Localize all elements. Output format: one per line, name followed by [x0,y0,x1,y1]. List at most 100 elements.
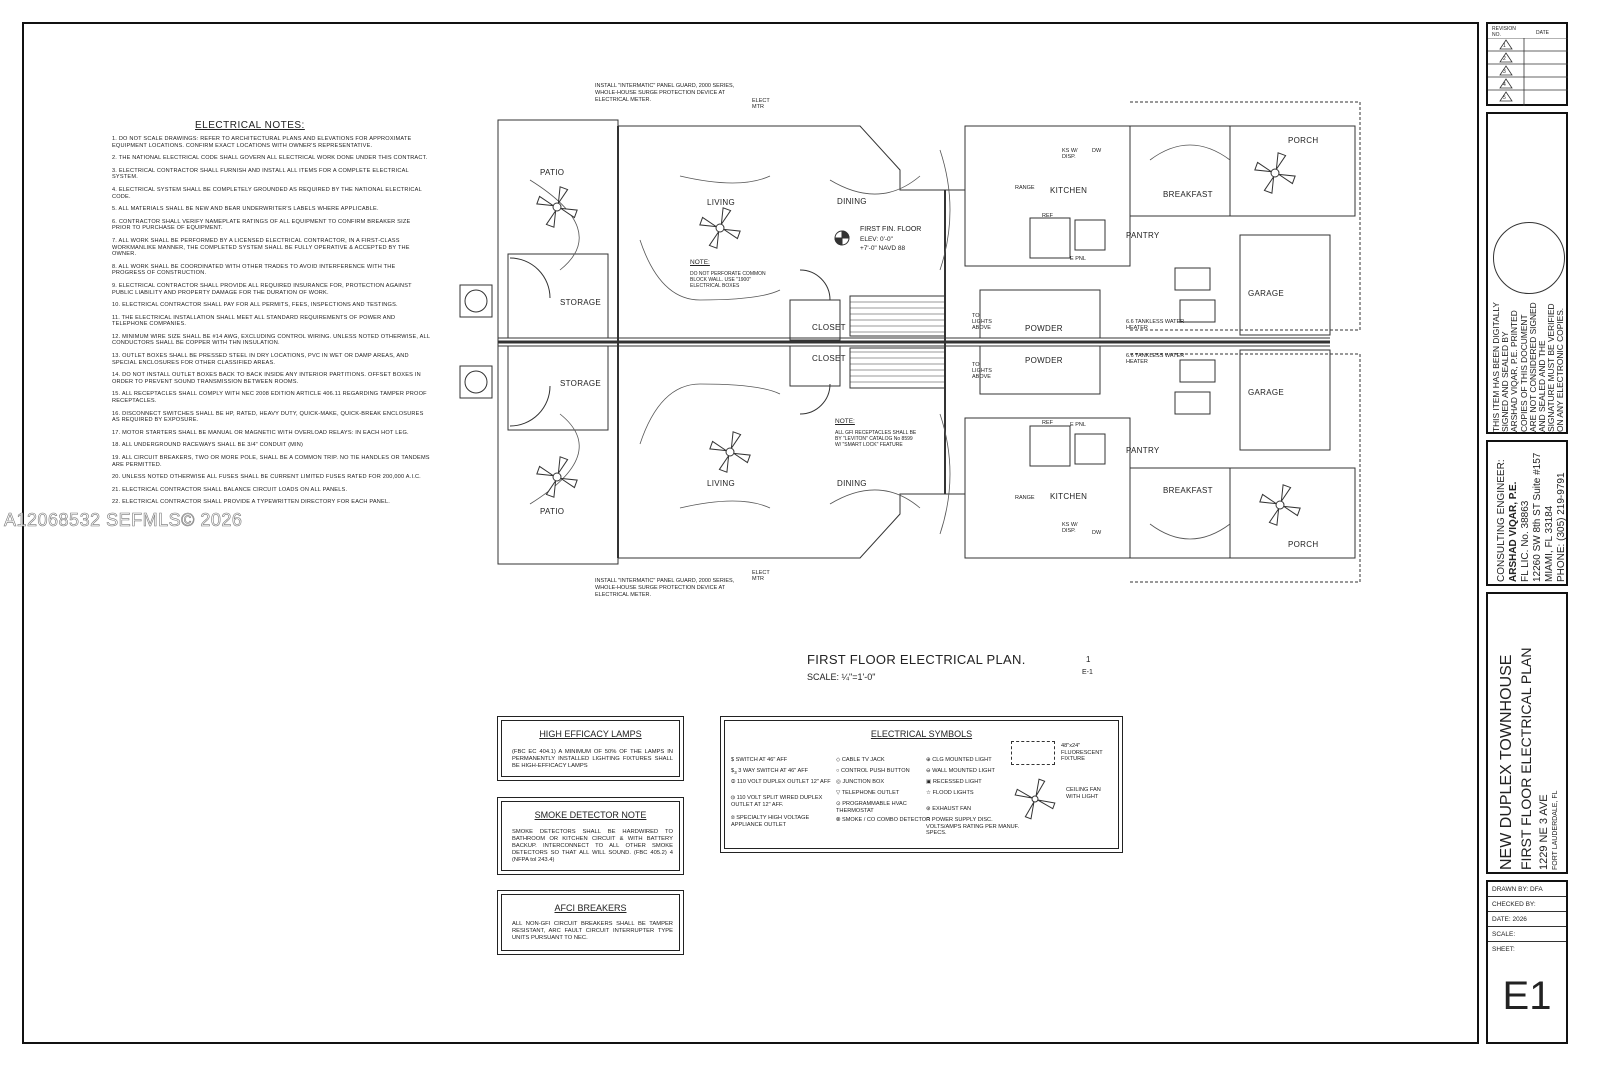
plan-title: FIRST FLOOR ELECTRICAL PLAN. [807,652,1026,667]
symbol-ceiling-fan: CEILING FAN WITH LIGHT [1011,771,1121,821]
project-city: FORT LAUDERDALE, FL [1552,790,1559,871]
plan-scale: SCALE: ¼"=1'-0" [807,672,876,682]
floor-navd: +7'-0" NAVD 88 [860,245,906,252]
note-item: 3. ELECTRICAL CONTRACTOR SHALL FURNISH A… [112,167,409,181]
date-header: DATE [1536,30,1549,36]
symbol-tv: ◇ CABLE TV JACK [836,757,885,763]
project-sheet-title: FIRST FLOOR ELECTRICAL PLAN [1518,647,1534,871]
note-item: 4. ELECTRICAL SYSTEM SHALL BE COMPLETELY… [112,186,422,200]
room-kitchen-lower: KITCHEN [1050,492,1088,501]
symbols-col4: 48"x24" FLUORESCENT FIXTURE CEILING FAN … [1011,741,1121,821]
engineer-license: FL LIC. No. 38863 [1520,500,1531,582]
engineer-address1: 12260 SW 8th ST Suite #157 [1532,452,1543,582]
wall-light-icon: ⊖ [926,768,933,774]
engineer-name: ARSHAD VIQAR, P.E. [1508,481,1519,582]
project-address: 1229 NE 3 AVE [1538,794,1550,870]
project-block: NEW DUPLEX TOWNHOUSE FIRST FLOOR ELECTRI… [1486,592,1568,874]
seal-circle [1493,222,1565,294]
ref-label-lower: REF [1042,420,1053,426]
note-item: 16. DISCONNECT SWITCHES SHALL BE HP, RAT… [112,410,424,424]
room-storage-upper: STORAGE [560,298,602,307]
note-item: 13. OUTLET BOXES SHALL BE PRESSED STEEL … [112,353,409,366]
smoke-detector-icon: ⦾ [836,817,843,823]
symbol-phone: ▽ TELEPHONE OUTLET [836,790,900,796]
floor-elevation: ELEV: 0'-0" [860,236,893,243]
symbol-disc: ⊓ POWER SUPPLY DISC. VOLTS/AMPS RATING P… [926,817,1020,837]
dw-label-lower: DW [1092,530,1102,536]
panel-guard-note-bottom: INSTALL "INTERMATIC" PANEL GUARD, 2000 S… [595,578,735,598]
ceiling-light-icon: ⊕ [926,757,933,763]
symbol-push: ○ CONTROL PUSH BUTTON [836,768,910,774]
note2-title: NOTE: [835,418,855,425]
note-item: 7. ALL WORK SHALL BE PERFORMED BY A LICE… [112,237,410,258]
seal-text: THIS ITEM HAS BEEN DIGITALLY SIGNED AND … [1491,302,1566,432]
push-button-icon: ○ [836,768,841,774]
fluorescent-fixture-icon [1011,741,1055,765]
exhaust-fan-icon: ⊛ [926,806,933,812]
lights-label-lower: TO LIGHTS ABOVE [972,362,992,380]
symbol-switch: $ SWITCH AT 46" AFF [731,757,788,763]
symbol-duplex: ⦷ 110 VOLT DUPLEX OUTLET 12" AFF [731,779,831,785]
sheet-info-block: DRAWN BY: DFA CHECKED BY: DATE: 2026 SCA… [1486,880,1568,1044]
engineer-block: CONSULTING ENGINEER: ARSHAD VIQAR, P.E. … [1486,440,1568,586]
engineer-role: CONSULTING ENGINEER: [1496,459,1507,582]
symbol-specialty: ⦻ SPECIALTY HIGH VOLTAGE APPLIANCE OUTLE… [731,815,810,828]
drawing-date: DATE: 2026 [1488,912,1566,927]
room-pantry-lower: PANTRY [1126,446,1160,455]
notes-title: ELECTRICAL NOTES: [195,120,305,131]
note-item: 14. DO NOT INSTALL OUTLET BOXES BACK TO … [112,372,421,385]
note-item: 19. ALL CIRCUIT BREAKERS, TWO OR MORE PO… [112,455,430,468]
revision-2: 2 [1503,56,1506,62]
room-patio-lower: PATIO [540,507,565,516]
symbol-recessed: ▣ RECESSED LIGHT [926,779,982,785]
note-item: 6. CONTRACTOR SHALL VERIFY NAMEPLATE RAT… [112,218,411,232]
room-porch-upper: PORCH [1288,136,1319,145]
note-item: 20. UNLESS NOTED OTHERWISE ALL FUSES SHA… [112,474,421,481]
switch-icon: $ [731,757,736,763]
floor-plan-drawing [459,101,1361,583]
symbol-junction: ◎ JUNCTION BOX [836,779,885,785]
symbol-flood: ☆ FLOOD LIGHTS [926,790,974,796]
symbol-wall-light: ⊖ WALL MOUNTED LIGHT [926,768,995,774]
symbols-col3: ⊕ CLG MOUNTED LIGHT ⊖ WALL MOUNTED LIGHT… [926,757,1021,837]
junction-box-icon: ◎ [836,779,843,785]
afci-text: ALL NON-GFI CIRCUIT BREAKERS SHALL BE TA… [512,921,673,941]
three-way-switch-icon: $3 [731,768,737,776]
note-item: 10. ELECTRICAL CONTRACTOR SHALL PAY FOR … [112,302,398,309]
note-item: 11. THE ELECTRICAL INSTALLATION SHALL ME… [112,314,396,328]
sheet-number: E1 [1502,974,1552,1018]
room-porch-lower: PORCH [1288,540,1319,549]
project-title: NEW DUPLEX TOWNHOUSE [1498,654,1515,870]
room-living-upper: LIVING [707,198,736,207]
meter-label-top: ELECT MTR [752,98,770,110]
checked-by: CHECKED BY: [1488,897,1566,912]
revision-4: 4 [1503,82,1506,88]
flood-light-icon: ☆ [926,790,933,796]
recessed-light-icon: ▣ [926,779,933,785]
symbols-col1: $ SWITCH AT 46" AFF $3 3 WAY SWITCH AT 4… [731,757,831,828]
meter-label-bottom: ELECT MTR [752,570,770,582]
symbol-fluorescent: 48"x24" FLUORESCENT FIXTURE [1011,741,1121,771]
room-living-lower: LIVING [707,479,736,488]
room-garage-lower: GARAGE [1248,388,1285,397]
note-item: 8. ALL WORK SHALL BE COORDINATED WITH OT… [112,263,396,277]
room-pantry-upper: PANTRY [1126,231,1160,240]
thermostat-icon: ⊙ [836,801,843,807]
drawn-by: DRAWN BY: DFA [1488,882,1566,897]
telephone-icon: ▽ [836,790,842,796]
note-item: 9. ELECTRICAL CONTRACTOR SHALL PROVIDE A… [112,282,412,296]
note-item: 18. ALL UNDERGROUND RACEWAYS SHALL BE 3/… [112,442,304,449]
detail-number: 1 [1086,655,1091,664]
note-item: 5. ALL MATERIALS SHALL BE NEW AND BEAR U… [112,206,379,213]
mls-watermark: A12068532 SEFMLS© 2026 [4,510,243,531]
note-item: 12. MINIMUM WIRE SIZE SHALL BE #14 AWG, … [112,333,430,347]
seal-block: THIS ITEM HAS BEEN DIGITALLY SIGNED AND … [1486,112,1568,434]
heater-label-lower: 6.6 TANKLESS WATER HEATER [1126,353,1185,365]
detail-sheet: E-1 [1082,669,1093,676]
panel-guard-note-top: INSTALL "INTERMATIC" PANEL GUARD, 2000 S… [595,83,735,103]
room-breakfast-upper: BREAKFAST [1163,190,1213,199]
drawing-frame [22,22,1479,1044]
tv-jack-icon: ◇ [836,757,842,763]
room-closet-lower: CLOSET [812,354,846,363]
revision-3: 3 [1503,69,1506,75]
